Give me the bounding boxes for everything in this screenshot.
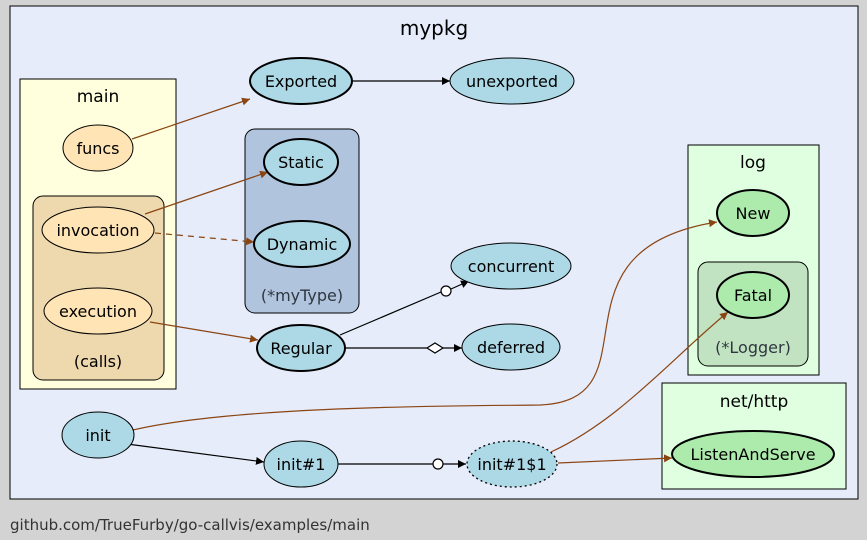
edge-init-new [132,219,718,431]
footer-label: github.com/TrueFurby/go-callvis/examples… [10,516,370,534]
node-deferred[interactable]: deferred [461,323,561,371]
edge-execution-regular [149,321,259,343]
node-dynamic-label: Dynamic [267,235,338,254]
edges [126,77,729,470]
edge-init-init1 [126,443,265,465]
node-dynamic[interactable]: Dynamic [253,220,351,268]
node-static-label: Static [278,153,324,172]
node-init1s1-label: init#1$1 [477,455,546,474]
node-listen-label: ListenAndServe [690,445,815,464]
node-exported-label: Exported [265,72,337,91]
node-fatal[interactable]: Fatal [716,271,790,319]
node-init1[interactable]: init#1 [263,440,339,488]
edge-init1-init1s1-go-marker [432,458,444,470]
node-invocation-label: invocation [56,221,139,240]
node-unexported[interactable]: unexported [449,57,575,105]
node-concurrent-label: concurrent [468,257,554,276]
node-unexported-label: unexported [466,72,558,91]
edge-regular-concurrent [339,291,442,336]
cluster-main-label: main [77,87,119,107]
cluster-mytype-label: (*myType) [261,286,343,305]
node-init1-label: init#1 [277,455,326,474]
node-concurrent[interactable]: concurrent [450,242,572,290]
node-init[interactable]: init [61,411,135,459]
edge-funcs-exported [131,97,251,140]
edge-init1s1-listen [557,454,673,464]
node-regular-label: Regular [270,339,332,358]
node-funcs-label: funcs [76,139,119,158]
edge-regular-concurrent-go-marker [440,285,452,297]
node-init-label: init [85,426,110,445]
cluster-nethttp-label: net/http [720,392,789,412]
node-fatal-label: Fatal [734,286,772,305]
cluster-calls-label: (calls) [74,352,122,371]
node-regular[interactable]: Regular [256,324,346,372]
cluster-logger-label: (*Logger) [715,338,791,357]
edge-invocation-static [144,170,269,215]
node-deferred-label: deferred [477,338,545,357]
node-execution-label: execution [59,302,137,321]
node-funcs[interactable]: funcs [62,124,134,172]
cluster-mypkg-label: mypkg [400,16,468,40]
cluster-log-label: log [740,153,766,173]
node-listen[interactable]: ListenAndServe [671,430,835,478]
node-exported[interactable]: Exported [249,57,353,105]
node-new-label: New [736,204,771,223]
edge-invocation-dynamic [154,232,255,246]
edge-regular-concurrent-head [450,280,470,290]
node-execution[interactable]: execution [43,287,153,335]
edge-init1s1-fatal [550,311,729,453]
node-invocation[interactable]: invocation [41,206,155,254]
node-static[interactable]: Static [263,138,339,186]
node-new[interactable]: New [716,189,790,237]
node-init1s1[interactable]: init#1$1 [466,440,558,488]
